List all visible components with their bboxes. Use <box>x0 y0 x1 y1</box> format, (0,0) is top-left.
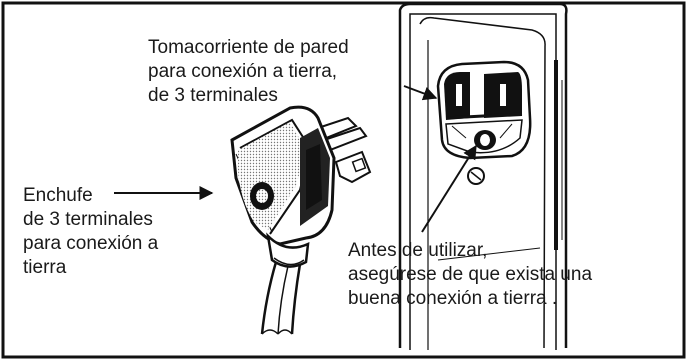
plug-label-line: para conexión a <box>23 233 159 254</box>
wall-outlet <box>398 2 568 350</box>
ground-pointer-arrow <box>421 144 477 233</box>
warning-label-line: Antes de utilizar, <box>348 240 488 261</box>
warning-label: Antes de utilizar, asegúrese de que exis… <box>348 239 592 311</box>
plug-label: Enchufe de 3 terminales para conexión a … <box>23 184 158 280</box>
plug-label-line: Enchufe <box>23 185 93 206</box>
warning-label-line: buena conexión a tierra . <box>348 288 558 309</box>
outlet-pointer-arrow <box>403 85 438 101</box>
grounded-plug <box>230 105 372 335</box>
outlet-label-line: de 3 terminales <box>148 85 278 106</box>
outlet-label: Tomacorriente de pared para conexión a t… <box>148 36 349 108</box>
plug-label-line: tierra <box>23 257 67 278</box>
plug-label-line: de 3 terminales <box>23 209 153 230</box>
outlet-label-line: para conexión a tierra, <box>148 61 338 82</box>
warning-label-line: asegúrese de que exista una <box>348 264 593 285</box>
outlet-label-line: Tomacorriente de pared <box>148 37 349 58</box>
